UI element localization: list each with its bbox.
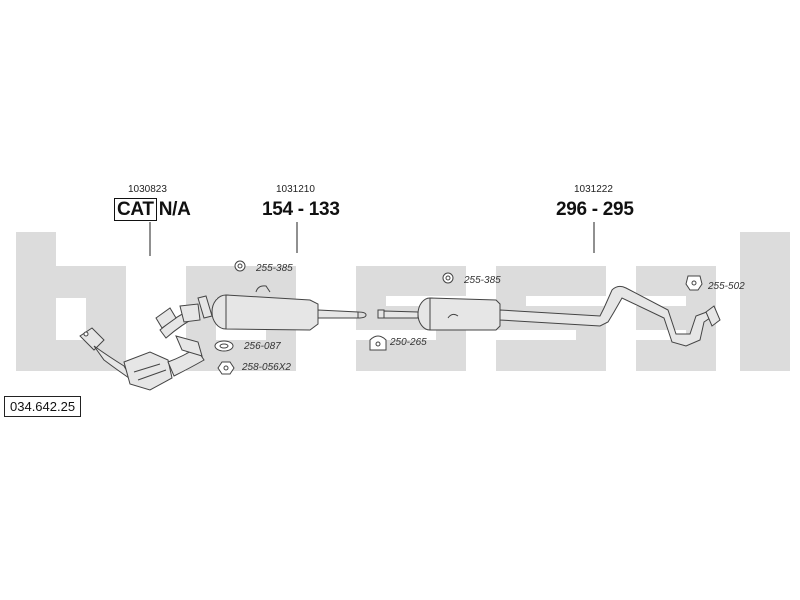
fitting-label: 255-502 xyxy=(708,281,745,292)
clamp-icon[interactable] xyxy=(234,260,246,272)
fitting-label: 255-385 xyxy=(464,275,501,286)
leader-lines xyxy=(149,222,595,256)
front-parts-label[interactable]: 154 - 133 xyxy=(262,199,340,220)
catalytic-converter-part[interactable] xyxy=(79,303,205,391)
clamp-icon-2[interactable] xyxy=(442,272,454,284)
na-label: N/A xyxy=(158,199,191,220)
rear-parts-label[interactable]: 296 - 295 xyxy=(556,199,634,220)
section-code: 1031210 xyxy=(276,184,315,195)
section-code: 1031222 xyxy=(574,184,613,195)
fitting-label: 258-056X2 xyxy=(242,362,291,373)
cat-badge: CAT xyxy=(114,198,157,221)
nut-icon[interactable] xyxy=(217,361,235,375)
bracket-clamp-icon[interactable] xyxy=(369,335,387,351)
assembly-reference: 034.642.25 xyxy=(4,396,82,417)
fitting-label: 256-087 xyxy=(244,341,281,352)
fitting-label: 250-265 xyxy=(390,337,427,348)
front-silencer-part[interactable] xyxy=(197,285,367,331)
gasket-icon[interactable] xyxy=(214,340,234,352)
fitting-label: 255-385 xyxy=(256,263,293,274)
rear-silencer-part[interactable] xyxy=(377,285,721,347)
hanger-icon[interactable] xyxy=(685,275,703,291)
section-code: 1030823 xyxy=(128,184,167,195)
watermark xyxy=(16,232,790,371)
